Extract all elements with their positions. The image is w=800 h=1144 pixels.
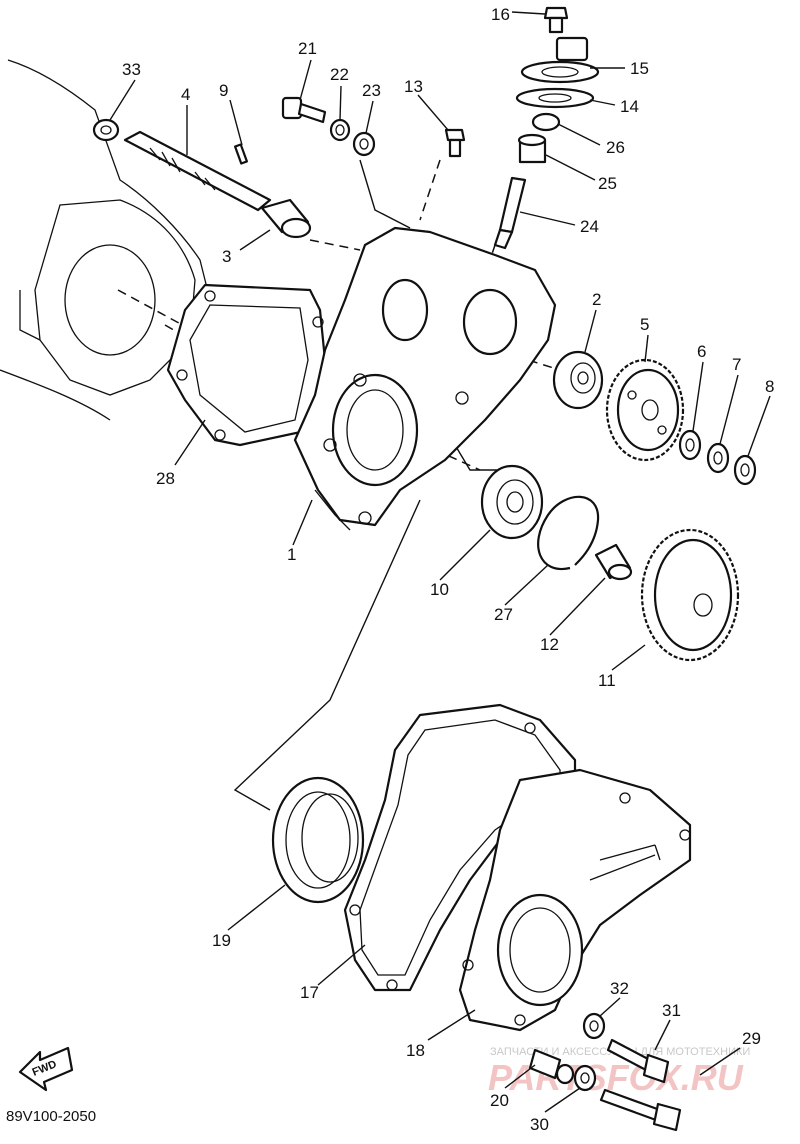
part-1-housing [293,226,557,531]
part-24-shaft [493,176,527,250]
callout-4: 4 [181,85,190,104]
callout-27: 27 [494,605,513,624]
part-28-gasket [166,283,327,447]
callout-33: 33 [122,60,141,79]
part-4-shaft [123,130,272,212]
part-27-circlip [537,495,600,571]
callout-18: 18 [406,1041,425,1060]
crankcase-outline [0,59,211,421]
part-6-washer [678,429,702,461]
callout-8: 8 [765,377,774,396]
part-19-seal [271,776,365,904]
part-25-bushing [517,133,547,164]
watermark-brand: PARTSFOX.RU [488,1057,744,1098]
part-9-pin [234,143,248,165]
callout-32: 32 [610,979,629,998]
callout-5: 5 [640,315,649,334]
part-31-bolt [606,1038,670,1084]
part-33-washer [92,118,120,142]
part-2-bearing [552,350,604,410]
callout-11: 11 [598,671,616,690]
callout-2: 2 [592,290,601,309]
callout-20: 20 [490,1091,509,1110]
leader-lines [109,11,771,1113]
callout-13: 13 [404,77,423,96]
callout-29: 29 [742,1029,761,1048]
part-26-seal [531,112,561,132]
part-10-bearing [480,464,544,540]
part-21-bolt [281,96,327,124]
part-30-washer [573,1064,597,1092]
part-15-fitting [520,36,600,84]
callout-17: 17 [300,983,319,1002]
part-5-gear [605,358,685,462]
part-12-pin [594,543,633,581]
part-11-gear [640,528,740,662]
callout-25: 25 [598,174,617,193]
callout-12: 12 [540,635,559,654]
callout-7: 7 [732,355,741,374]
part-22-washer [329,118,351,142]
callout-1: 1 [287,545,296,564]
part-17-gasket [343,703,577,992]
part-3-collar [260,198,312,239]
callout-26: 26 [606,138,625,157]
part-7-washer [706,442,730,474]
callout-6: 6 [697,342,706,361]
callout-30: 30 [530,1115,549,1134]
callout-15: 15 [630,59,649,78]
callout-9: 9 [219,81,228,100]
diagram-code: 89V100-2050 [6,1108,96,1125]
callout-28: 28 [156,469,175,488]
callout-31: 31 [662,1001,681,1020]
callout-16: 16 [491,5,510,24]
part-8-clip [733,454,757,486]
callout-23: 23 [362,81,381,100]
part-14-gasket [515,87,595,109]
part-29-bolt [599,1088,682,1132]
callout-22: 22 [330,65,349,84]
callout-labels: 16 15 14 26 25 24 21 22 23 13 33 4 9 3 2… [122,5,774,1134]
part-16-screw [543,6,569,34]
part-32-washer [582,1012,606,1040]
callout-10: 10 [430,580,449,599]
callout-24: 24 [580,217,599,236]
callout-21: 21 [298,39,317,58]
part-13-bolt [444,128,466,158]
callout-19: 19 [212,931,231,950]
part-20-dowel [528,1048,575,1085]
callout-3: 3 [222,247,231,266]
part-23-washer [352,131,376,157]
fwd-arrow: FWD [18,1046,74,1092]
part-18-cover [458,768,692,1032]
callout-14: 14 [620,97,639,116]
